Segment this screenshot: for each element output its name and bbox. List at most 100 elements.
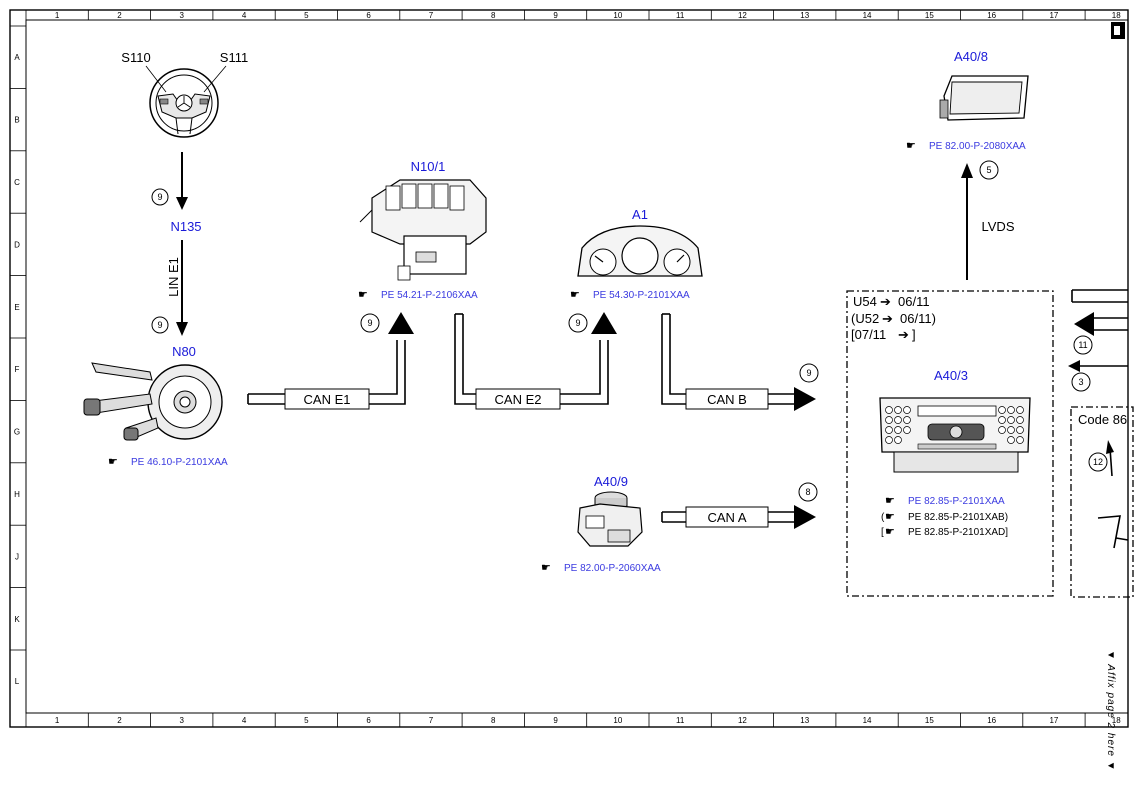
grid-column-label: 13 — [800, 11, 809, 20]
svg-text:PE 54.30-P-2101XAA: PE 54.30-P-2101XAA — [593, 290, 690, 301]
grid-row-label: D — [14, 240, 20, 249]
grid-column-label: 5 — [304, 11, 309, 20]
hand-pointer-icon: ☛ — [541, 562, 551, 574]
grid-column-label: 16 — [987, 716, 996, 725]
variant-line-2: (U52 ➔ 06/11) — [851, 311, 936, 326]
callout-11: 11 — [1073, 335, 1093, 355]
grid-column-label: 12 — [738, 11, 747, 20]
grid-column-label: 17 — [1049, 11, 1058, 20]
a1-label: A1 — [632, 207, 648, 222]
callout-3: 3 — [1071, 372, 1091, 392]
grid-column-label: 4 — [242, 716, 247, 725]
can-e1-box — [284, 388, 370, 410]
can-b-label: CAN B — [707, 392, 747, 407]
grid-row-label: H — [14, 490, 20, 499]
grid-row-label: F — [15, 365, 20, 374]
a40-3-reference-main[interactable]: ☛ PE 82.85-P-2101XAA — [885, 495, 1005, 507]
lin-e1-label: LIN E1 — [166, 257, 181, 297]
svg-text:PE 54.21-P-2106XAA: PE 54.21-P-2106XAA — [381, 290, 478, 301]
steering-column-module-icon[interactable] — [83, 362, 223, 441]
grid-column-label: 5 — [304, 716, 309, 725]
grid-column-label: 6 — [366, 11, 371, 20]
svg-text:8: 8 — [805, 487, 810, 497]
grid-column-label: 8 — [491, 11, 496, 20]
can-e1-label: CAN E1 — [304, 392, 351, 407]
a40-3-label: A40/3 — [934, 368, 968, 383]
n135-label: N135 — [170, 219, 201, 234]
grid-column-label: 14 — [863, 11, 872, 20]
arrowhead-can-b — [794, 387, 816, 411]
grid-row-label: B — [14, 116, 19, 125]
svg-text:➔: ➔ — [880, 294, 891, 309]
hand-pointer-icon: ☛ — [358, 289, 368, 301]
variant-line-3: [07/11 ➔ ] — [851, 327, 916, 342]
svg-text:9: 9 — [157, 320, 162, 330]
a40-9-reference[interactable]: ☛ PE 82.00-P-2060XAA — [541, 562, 661, 574]
callout-lvds: 5 — [979, 160, 999, 180]
arrowhead-can-a — [794, 505, 816, 529]
can-e2-label: CAN E2 — [495, 392, 542, 407]
a40-8-reference[interactable]: ☛ PE 82.00-P-2080XAA — [906, 140, 1026, 152]
grid-column-label: 3 — [180, 716, 185, 725]
grid-column-label: 2 — [117, 11, 122, 20]
grid-column-label: 3 — [180, 11, 185, 20]
grid-column-label: 7 — [429, 11, 434, 20]
s111-label: S111 — [220, 50, 248, 65]
arrowhead-a1 — [591, 312, 617, 334]
arrowhead-n135 — [176, 197, 188, 210]
svg-text:5: 5 — [986, 165, 991, 175]
s111-leader — [203, 65, 227, 93]
a40-3-reference-d[interactable]: [ ☛ PE 82.85-P-2101XAD] — [881, 526, 1008, 538]
arrowhead-n80 — [176, 322, 188, 336]
grid-column-label: 9 — [553, 716, 558, 725]
svg-text:U54: U54 — [853, 294, 877, 309]
grid-column-label: 14 — [863, 716, 872, 725]
svg-text:9: 9 — [157, 192, 162, 202]
instrument-cluster-icon[interactable] — [577, 225, 703, 277]
svg-text:[07/11: [07/11 — [851, 327, 886, 342]
can-e2-box — [475, 388, 561, 410]
hand-pointer-icon: ☛ — [570, 289, 580, 301]
can-b-box — [685, 388, 769, 410]
grid-column-label: 17 — [1049, 716, 1058, 725]
svg-text:PE 82.85-P-2101XAA: PE 82.85-P-2101XAA — [908, 496, 1005, 507]
grid-column-label: 4 — [242, 11, 247, 20]
n10-1-label: N10/1 — [411, 159, 446, 174]
hand-pointer-icon: ☛ — [906, 140, 916, 152]
can-a-label: CAN A — [707, 510, 746, 525]
svg-text:PE 82.85-P-2101XAB): PE 82.85-P-2101XAB) — [908, 512, 1008, 523]
display-screen-icon[interactable] — [939, 75, 1029, 121]
hand-pointer-icon: ☛ — [885, 495, 895, 507]
lvds-label: LVDS — [982, 219, 1015, 234]
svg-text:11: 11 — [1078, 340, 1087, 350]
svg-text:3: 3 — [1078, 377, 1083, 387]
grid-column-label: 2 — [117, 716, 122, 725]
svg-text:PE 82.00-P-2080XAA: PE 82.00-P-2080XAA — [929, 141, 1026, 152]
head-unit-icon[interactable] — [879, 397, 1031, 473]
callout-can-a: 8 — [798, 482, 818, 502]
grid-row-label: A — [14, 53, 20, 62]
grid-column-label: 10 — [613, 716, 622, 725]
grid-column-label: 12 — [738, 716, 747, 725]
grid-column-label: 13 — [800, 716, 809, 725]
controller-knob-icon[interactable] — [577, 491, 643, 547]
svg-text:(: ( — [881, 512, 885, 523]
svg-text:PE 46.10-P-2101XAA: PE 46.10-P-2101XAA — [131, 457, 228, 468]
n10-1-reference[interactable]: ☛ PE 54.21-P-2106XAA — [358, 289, 478, 301]
fuse-relay-module-icon[interactable] — [359, 179, 487, 281]
grid-column-label: 11 — [676, 716, 685, 725]
steering-wheel-icon[interactable] — [149, 68, 219, 138]
grid-column-label: 7 — [429, 716, 434, 725]
a40-8-label: A40/8 — [954, 49, 988, 64]
s110-label: S110 — [121, 50, 150, 65]
n80-reference[interactable]: ☛ PE 46.10-P-2101XAA — [108, 456, 228, 468]
svg-text:PE 82.00-P-2060XAA: PE 82.00-P-2060XAA — [564, 563, 661, 574]
a40-3-reference-b[interactable]: ( ☛ PE 82.85-P-2101XAB) — [881, 511, 1008, 523]
a1-reference[interactable]: ☛ PE 54.30-P-2101XAA — [570, 289, 690, 301]
hand-pointer-icon: ☛ — [108, 456, 118, 468]
svg-text:12: 12 — [1093, 457, 1103, 467]
grid-column-label: 18 — [1112, 11, 1121, 20]
s110-leader — [145, 65, 167, 93]
grid-row-label: C — [14, 178, 20, 187]
